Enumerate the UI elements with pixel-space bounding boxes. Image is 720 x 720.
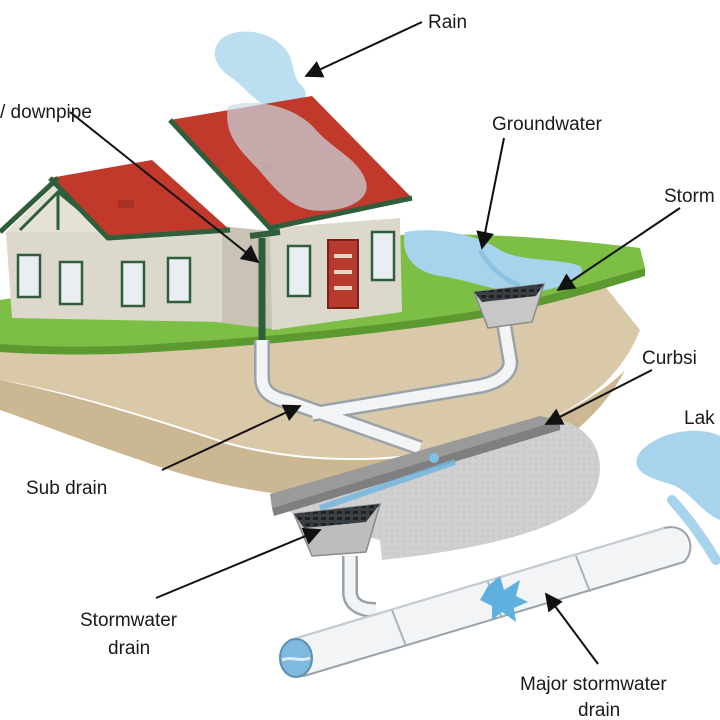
label-curbside: Curbsi [642,348,697,369]
sub-drain-pipe-inner [256,299,516,454]
label-downpipe: / downpipe [0,102,92,123]
label-major-drain-line2: drain [578,700,620,720]
label-lake: Lak [684,408,715,429]
window [286,244,312,298]
windows [16,230,396,308]
water-drop [429,453,439,463]
groundwater-pool [404,230,582,293]
yard-stormwater-pit [472,283,546,329]
riser-pipe-inner [344,556,377,616]
label-stormwater-top: Storm [664,186,715,207]
street-stormwater-pit [292,503,382,557]
leader-major-drain [544,592,599,665]
lake-stream [667,495,720,565]
rain-mist [227,102,367,211]
gutter [249,229,281,239]
label-groundwater: Groundwater [492,114,603,135]
leader-stormwater-top [556,207,681,292]
house [0,96,413,340]
groundwater-seep [477,248,521,289]
window [166,256,192,304]
leader-downpipe [69,111,260,264]
window [370,230,396,282]
roof-vent-left [118,200,134,208]
house-roof-trim [0,118,413,241]
label-stormwater-drain-line2: drain [108,638,150,659]
window [120,260,146,308]
lawn-edge [0,268,645,355]
window [16,253,42,299]
label-major-drain-line1: Major stormwater [520,674,667,695]
water-channel [319,459,456,511]
leader-curbside [544,369,653,425]
house-left-roof [50,160,230,238]
pipe-water-burst [480,576,528,622]
leader-groundwater [476,137,505,250]
leader-stormwater-drain [155,527,322,599]
label-sub-drain: Sub drain [26,478,107,499]
window [58,260,84,306]
rain-cloud [214,31,306,111]
leader-sub-drain [161,404,302,471]
label-rain: Rain [428,12,467,33]
label-stormwater-drain-line1: Stormwater [80,610,178,631]
lake [636,430,720,520]
leader-lines [69,21,681,665]
front-door-panels [334,254,352,290]
soil-bed [0,280,640,459]
leader-rain [304,21,423,78]
major-drain-pipe [279,526,692,678]
